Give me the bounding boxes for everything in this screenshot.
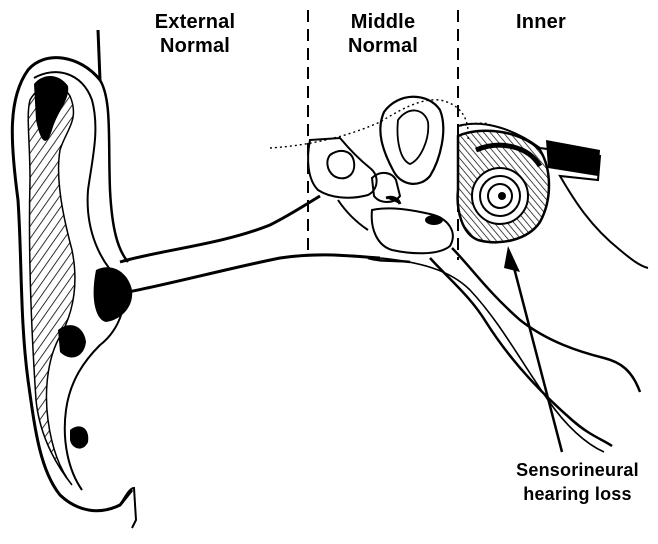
region-label-inner-line1: Inner — [496, 10, 586, 34]
callout-sensorineural-hearing-loss: Sensorineural hearing loss — [500, 458, 655, 506]
region-label-middle-line1: Middle — [323, 10, 443, 34]
region-label-external: External Normal — [130, 10, 260, 58]
region-label-external-line1: External — [130, 10, 260, 34]
region-label-inner: Inner — [496, 10, 586, 34]
pinna — [12, 30, 136, 528]
ear-canal — [120, 196, 380, 292]
region-label-middle-line2: Normal — [323, 34, 443, 58]
cochlea — [458, 131, 549, 243]
callout-line2: hearing loss — [500, 482, 655, 506]
region-label-external-line2: Normal — [130, 34, 260, 58]
region-label-middle: Middle Normal — [323, 10, 443, 58]
callout-line1: Sensorineural — [500, 458, 655, 482]
sensorineural-arrow — [504, 246, 562, 452]
middle-ear — [270, 97, 468, 262]
